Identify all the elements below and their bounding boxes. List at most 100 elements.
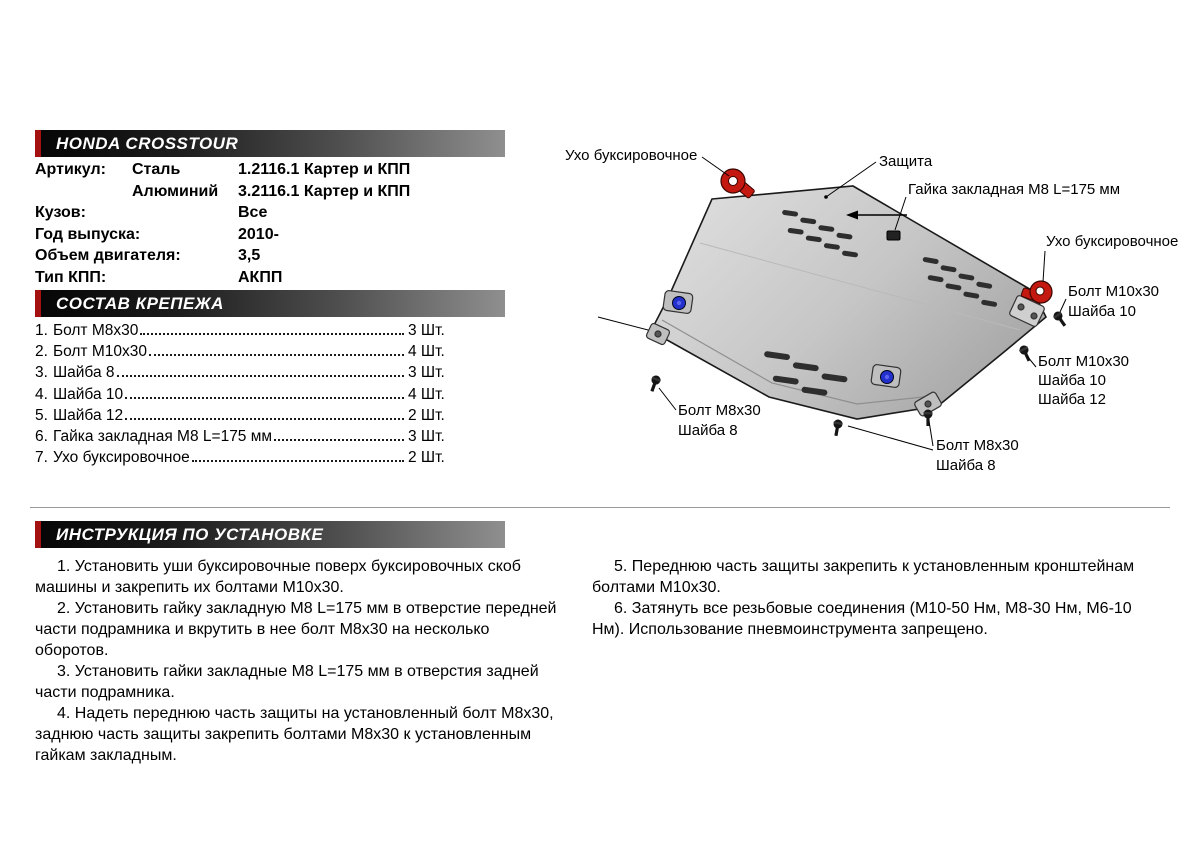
hardware-item-qty: 4 Шт. <box>408 385 445 403</box>
hardware-item: 2. Болт М10х30 4 Шт. <box>35 343 460 364</box>
bolt-icon <box>831 418 844 437</box>
label-tow-ear-right: Ухо буксировочное <box>1046 233 1178 250</box>
instructions-title: ИНСТРУКЦИЯ ПО УСТАНОВКЕ <box>56 524 324 544</box>
slide-arrow-icon <box>846 210 858 220</box>
instructions-right-column: 5. Переднюю часть защиты закрепить к уст… <box>592 556 1166 640</box>
hardware-item-name: Шайба 8 <box>52 364 115 382</box>
hardware-item-number: 3. <box>35 364 48 382</box>
leader-dots <box>140 333 404 335</box>
hardware-title: СОСТАВ КРЕПЕЖА <box>56 293 224 313</box>
bolt-icon <box>1051 309 1069 329</box>
instructions-header-bar: ИНСТРУКЦИЯ ПО УСТАНОВКЕ <box>35 521 505 548</box>
spec-value: АКПП <box>238 268 283 286</box>
hardware-item-name: Шайба 10 <box>52 385 124 403</box>
bolt-icon <box>647 374 662 393</box>
label-shield: Защита <box>879 153 933 170</box>
spec-sublabel: Алюминий <box>132 182 219 200</box>
callout-line <box>701 156 730 177</box>
tow-hook-right-icon <box>1020 280 1053 304</box>
hardware-item-qty: 3 Шт. <box>408 427 445 445</box>
label-washer10-a: Шайба 10 <box>1068 303 1136 320</box>
hardware-item: 7. Ухо буксировочное 2 Шт. <box>35 449 460 470</box>
skid-plate-diagram: Ухо буксировочное Защита Гайка закладная… <box>565 147 1178 474</box>
callout-line <box>1059 298 1067 313</box>
label-bolt-m8-b: Болт М8х30 <box>936 437 1019 454</box>
leader-dots <box>125 396 404 399</box>
callout-line <box>894 196 907 231</box>
spec-label: Артикул: <box>35 161 106 178</box>
callout-line <box>928 420 934 447</box>
plate-highlight-line <box>699 242 1021 331</box>
hardware-item: 6. Гайка закладная М8 L=175 мм 3 Шт. <box>35 428 460 449</box>
red-accent-stripe <box>35 521 41 548</box>
hardware-item-qty: 3 Шт. <box>408 364 445 382</box>
callout-line <box>1042 250 1046 283</box>
callout-line <box>658 387 677 411</box>
embedded-nut-icon <box>846 210 907 241</box>
leader-dots <box>116 375 404 378</box>
spec-value: 2010- <box>238 225 279 243</box>
spec-label: Тип КПП: <box>35 268 107 286</box>
spec-row: Артикул: Сталь 1.2116.1 Картер и КПП <box>35 161 505 183</box>
spec-value: 3,5 <box>238 247 261 264</box>
label-washer10-b: Шайба 10 <box>1038 372 1106 389</box>
vent-slots-upper <box>782 210 858 258</box>
callout-line <box>847 425 934 451</box>
label-tow-ear-left: Ухо буксировочное <box>565 147 697 164</box>
hardware-item-qty: 2 Шт. <box>408 449 445 467</box>
hardware-item-name: Ухо буксировочное <box>52 449 190 467</box>
vent-slots-right <box>922 257 998 307</box>
spec-row: Объем двигателя: 3,5 <box>35 247 505 269</box>
instruction-step: 4. Надеть переднюю часть защиты на устан… <box>35 705 554 764</box>
section-divider <box>30 507 1170 508</box>
spec-row: Тип КПП: АКПП <box>35 269 505 291</box>
callout-dot <box>824 195 828 199</box>
spec-sublabel: Сталь <box>132 161 181 178</box>
instruction-step: 6. Затянуть все резьбовые соединения (М1… <box>592 600 1132 638</box>
spec-value: 1.2116.1 Картер и КПП <box>238 161 411 178</box>
hardware-item-number: 6. <box>35 427 48 445</box>
spec-label: Кузов: <box>35 204 86 221</box>
model-header-bar: HONDA CROSSTOUR <box>35 130 505 157</box>
specs-table: Артикул: Сталь 1.2116.1 Картер и КПП Алю… <box>35 161 505 290</box>
shield-plate <box>649 185 1047 420</box>
leader-dots <box>125 417 404 420</box>
label-bolt-m10-a: Болт М10х30 <box>1068 283 1159 300</box>
callout-line <box>825 161 877 198</box>
hardware-item-number: 5. <box>35 406 48 424</box>
blue-bolt-icon <box>672 296 686 310</box>
hardware-item: 3. Шайба 8 3 Шт. <box>35 364 460 385</box>
instruction-step: 2. Установить гайку закладную М8 L=175 м… <box>35 600 557 659</box>
bolt-icon <box>923 409 933 426</box>
instruction-step: 1. Установить уши буксировочные поверх б… <box>35 558 521 596</box>
spec-row: Алюминий 3.2116.1 Картер и КПП <box>35 183 505 205</box>
hardware-item-number: 2. <box>35 343 48 361</box>
hardware-header-bar: СОСТАВ КРЕПЕЖА <box>35 290 505 317</box>
label-bolt-m10-b: Болт М10х30 <box>1038 353 1129 370</box>
hardware-item-name: Гайка закладная М8 L=175 мм <box>52 427 273 445</box>
hardware-item-name: Шайба 12 <box>52 406 124 424</box>
hardware-item-qty: 3 Шт. <box>408 322 445 339</box>
hardware-item-number: 7. <box>35 449 48 467</box>
hardware-item-name: Болт М10х30 <box>52 343 147 361</box>
leader-dots <box>274 438 404 441</box>
label-washer8-b: Шайба 8 <box>936 457 996 474</box>
hardware-list: 1. Болт М8х30 3 Шт. 2. Болт М10х30 4 Шт.… <box>35 322 460 470</box>
spec-label: Объем двигателя: <box>35 247 181 264</box>
leader-dots <box>148 354 404 357</box>
instruction-step: 3. Установить гайки закладные М8 L=175 м… <box>35 663 539 701</box>
hardware-item-qty: 4 Шт. <box>408 343 445 361</box>
spec-label: Год выпуска: <box>35 225 141 243</box>
hardware-item: 4. Шайба 10 4 Шт. <box>35 386 460 407</box>
hardware-item: 5. Шайба 12 2 Шт. <box>35 407 460 428</box>
label-bolt-m8-a: Болт М8х30 <box>678 402 761 419</box>
hardware-item: 1. Болт М8х30 3 Шт. <box>35 322 460 343</box>
instruction-step: 5. Переднюю часть защиты закрепить к уст… <box>592 558 1135 596</box>
front-edge-line <box>597 316 653 332</box>
blue-bolt-icon <box>880 370 894 384</box>
red-accent-stripe <box>35 290 41 317</box>
label-embedded-nut: Гайка закладная М8 L=175 мм <box>908 181 1120 198</box>
hardware-item-qty: 2 Шт. <box>408 406 445 424</box>
vent-slots-lower <box>764 351 848 396</box>
